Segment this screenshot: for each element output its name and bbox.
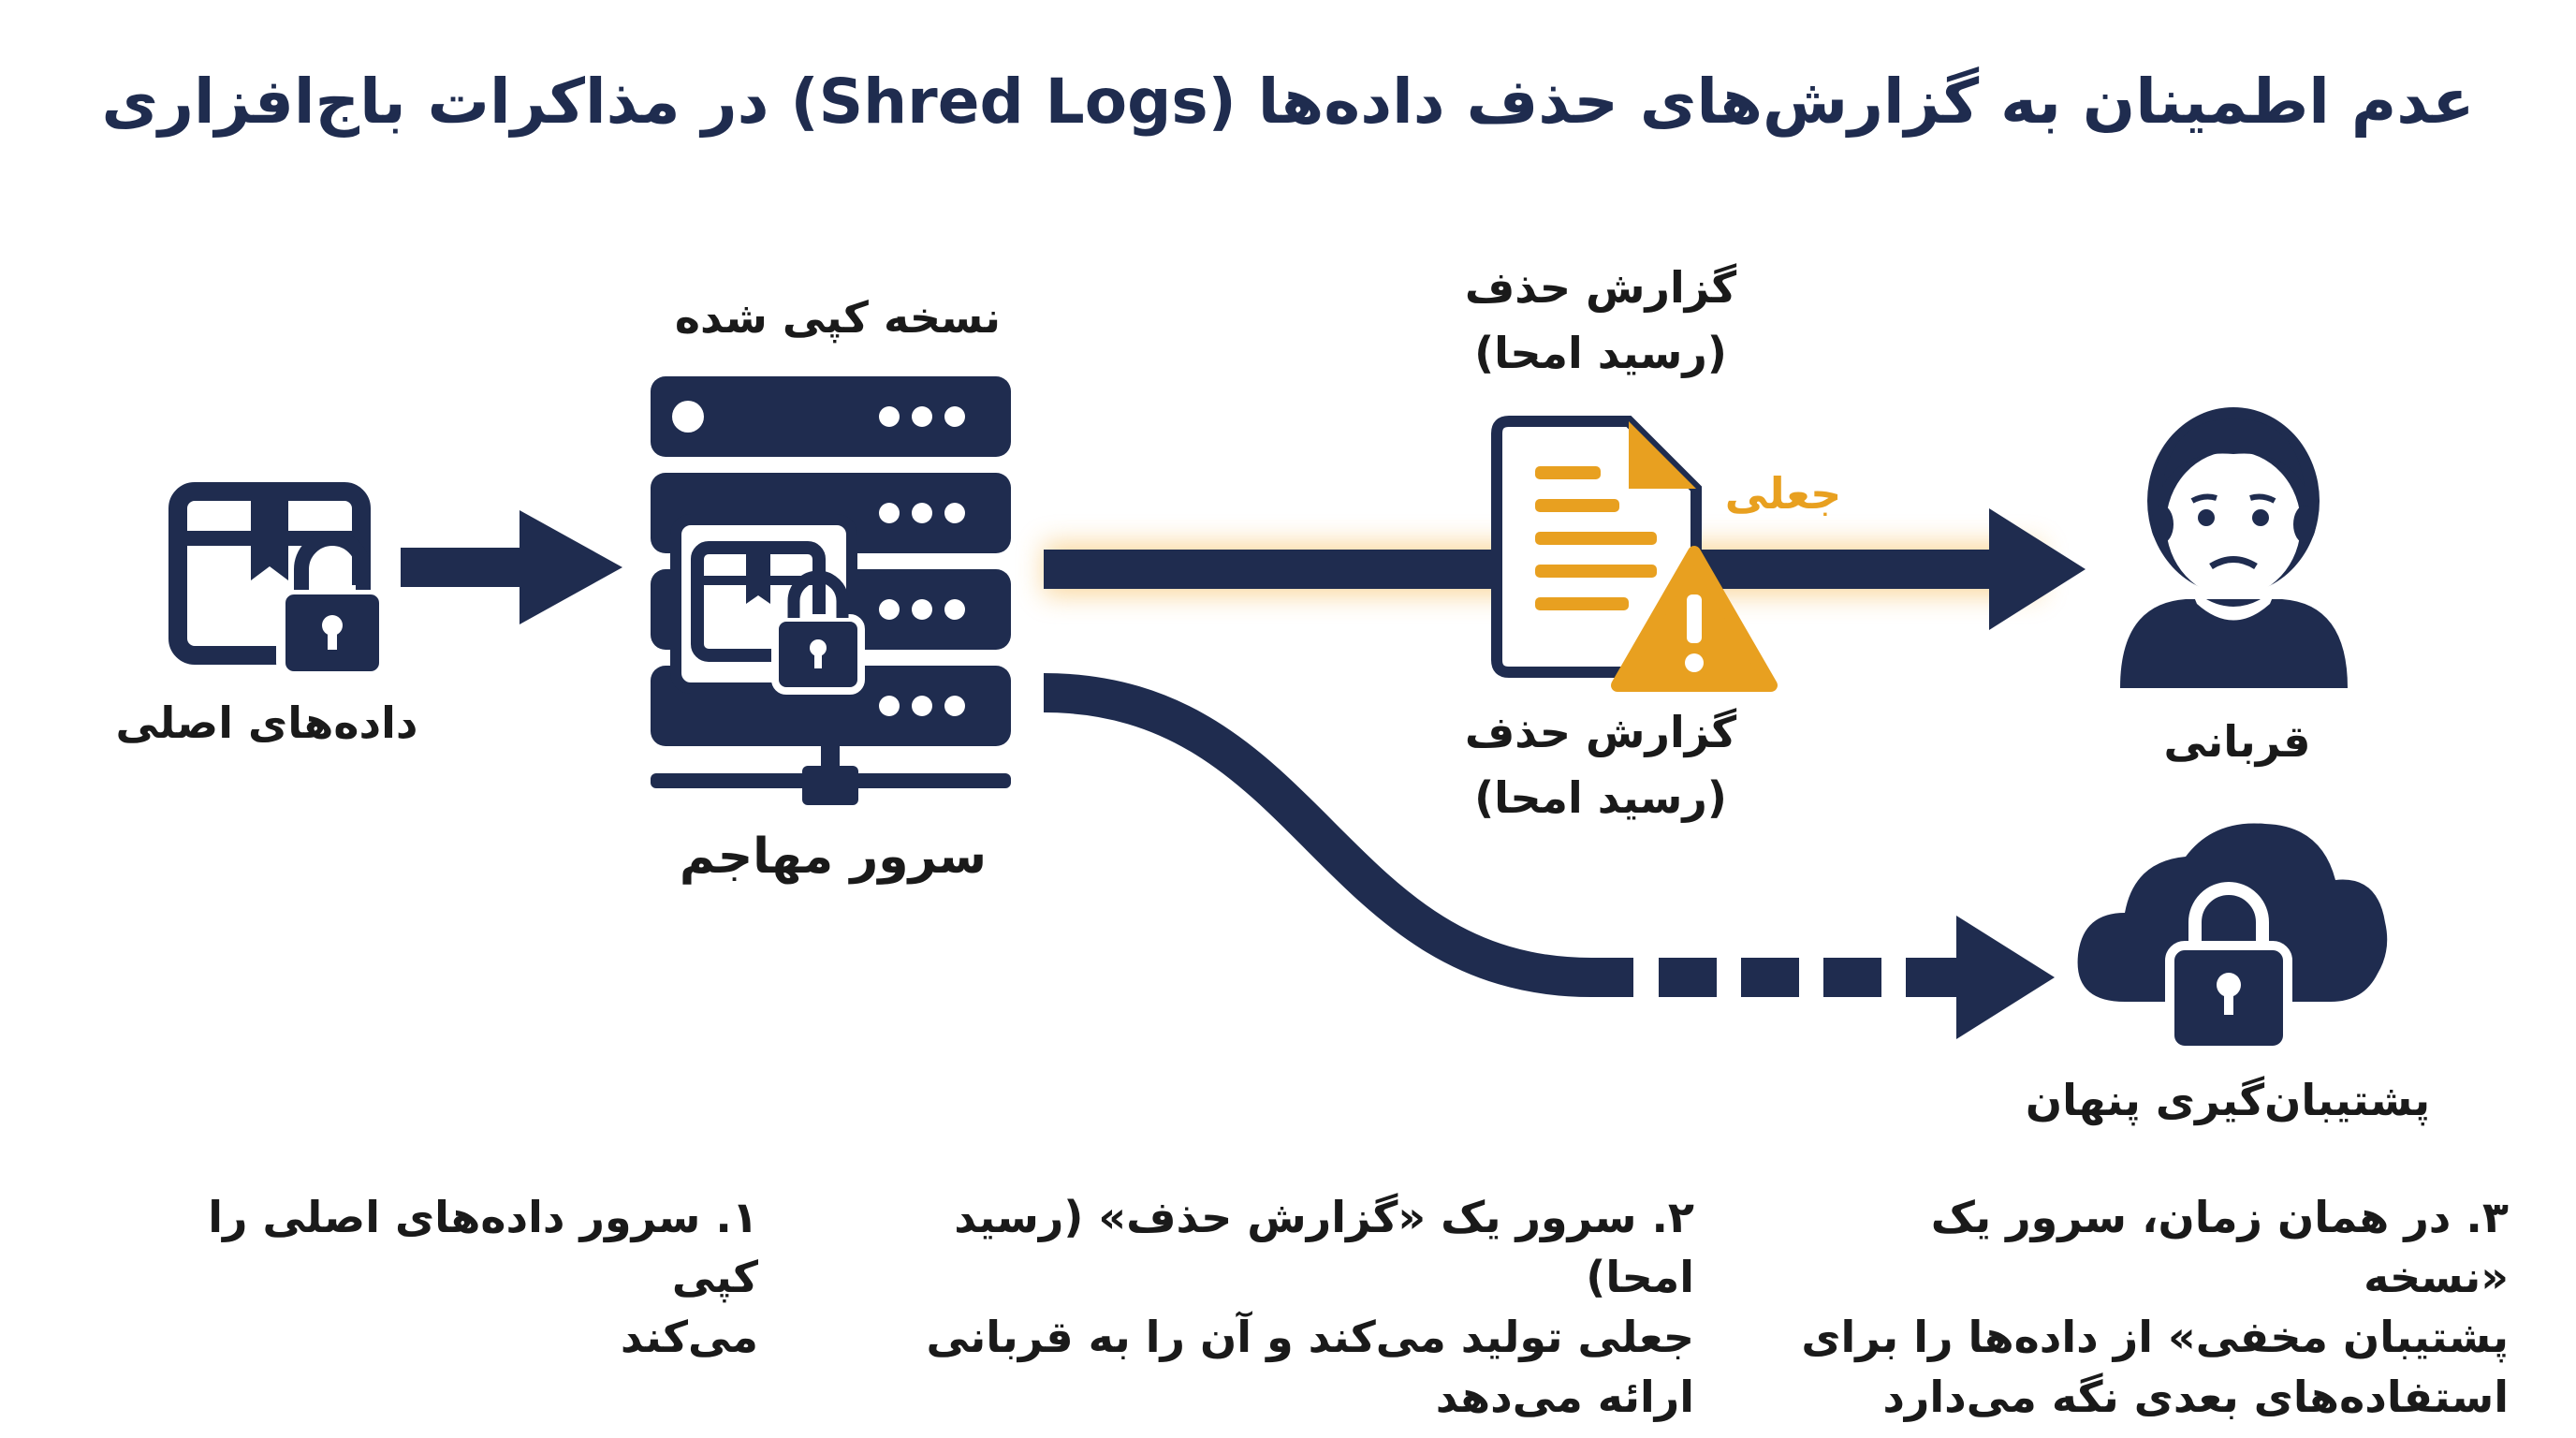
step-3-line2: پشتیبان مخفی» از داده‌ها را برای — [1801, 1312, 2509, 1362]
page-title: عدم اطمینان به گزارش‌های حذف داده‌ها (Sh… — [101, 66, 2475, 138]
deletion-report-bottom-label-line1: گزارش حذف — [1464, 707, 1737, 757]
fake-label: جعلی — [1724, 468, 1842, 519]
original-data-box-lock-icon — [168, 482, 388, 681]
step-3: ۳. در همان زمان، سرور یک «نسخه پشتیبان م… — [1778, 1187, 2509, 1427]
step-2-line1: ۲. سرور یک «گزارش حذف» (رسید امحا) — [954, 1192, 1694, 1302]
victim-label: قربانی — [2163, 716, 2311, 767]
copy-arrow — [401, 510, 622, 624]
step-1-line1: ۱. سرور داده‌های اصلی را کپی — [208, 1192, 758, 1302]
attacker-server-icon — [651, 376, 1011, 805]
hidden-backup-label: پشتیبان‌گیری پنهان — [2025, 1075, 2431, 1125]
hidden-backup-curve — [1043, 673, 1592, 997]
step-2: ۲. سرور یک «گزارش حذف» (رسید امحا) جعلی … — [871, 1187, 1694, 1427]
warning-icon — [1611, 546, 1778, 692]
step-3-line1: ۳. در همان زمان، سرور یک «نسخه — [1930, 1192, 2509, 1302]
attacker-server-label: سرور مهاجم — [679, 829, 988, 885]
hidden-backup-dashed-arrow — [1591, 916, 2055, 1039]
step-1: ۱. سرور داده‌های اصلی را کپی می‌کند — [150, 1187, 758, 1367]
victim-person-icon — [2120, 407, 2348, 688]
original-data-label: داده‌های اصلی — [115, 697, 418, 748]
deletion-report-top-label-line2: (رسید امحا) — [1474, 328, 1727, 378]
cloud-lock-icon — [2077, 823, 2388, 1055]
deletion-report-bottom-label-line2: (رسید امحا) — [1474, 772, 1727, 823]
deletion-report-top-label-line1: گزارش حذف — [1464, 262, 1737, 313]
step-2-line3: ارائه می‌دهد — [1435, 1372, 1694, 1422]
step-1-line2: می‌کند — [620, 1312, 758, 1362]
copied-version-label: نسخه کپی شده — [674, 292, 1002, 343]
step-2-line2: جعلی تولید می‌کند و آن را به قربانی — [926, 1312, 1694, 1362]
step-3-line3: استفاده‌های بعدی نگه می‌دارد — [1882, 1372, 2509, 1422]
